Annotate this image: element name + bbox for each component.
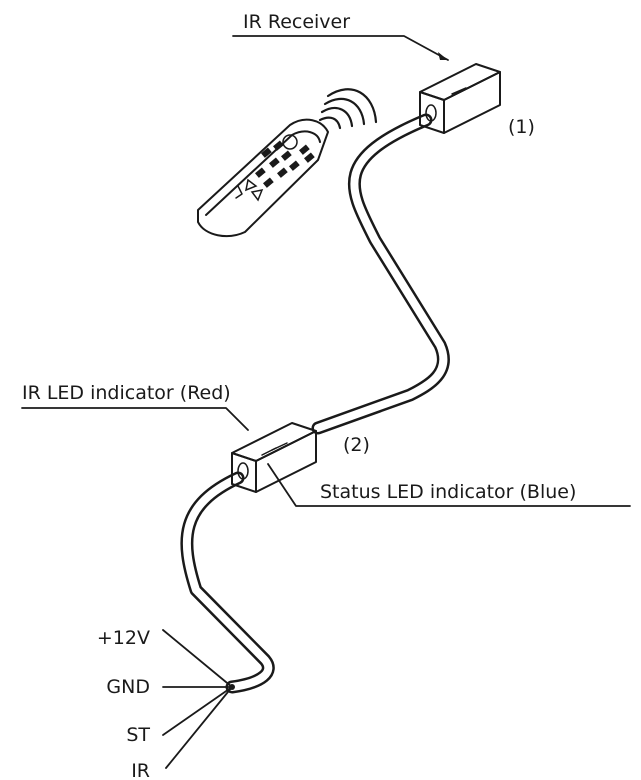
status-led-indicator-label: Status LED indicator (Blue): [320, 481, 576, 503]
leader-lines: [21, 35, 631, 507]
wire-label-gnd: GND: [106, 676, 150, 698]
ir-signal-waves-icon: [318, 88, 378, 130]
wire-fanout: [162, 629, 235, 769]
remote-control-icon: [197, 118, 329, 238]
indicator-number-label: (2): [343, 434, 370, 456]
ir-led-indicator-label: IR LED indicator (Red): [22, 382, 231, 404]
wire-label-ir: IR: [131, 760, 150, 780]
cable: [180, 113, 450, 694]
ir-receiver: [419, 63, 501, 134]
wire-label-12v: +12V: [97, 627, 150, 649]
led-indicator-box: [231, 422, 317, 493]
ir-receiver-label: IR Receiver: [243, 11, 350, 33]
wire-label-st: ST: [126, 724, 150, 746]
receiver-number-label: (1): [508, 116, 535, 138]
